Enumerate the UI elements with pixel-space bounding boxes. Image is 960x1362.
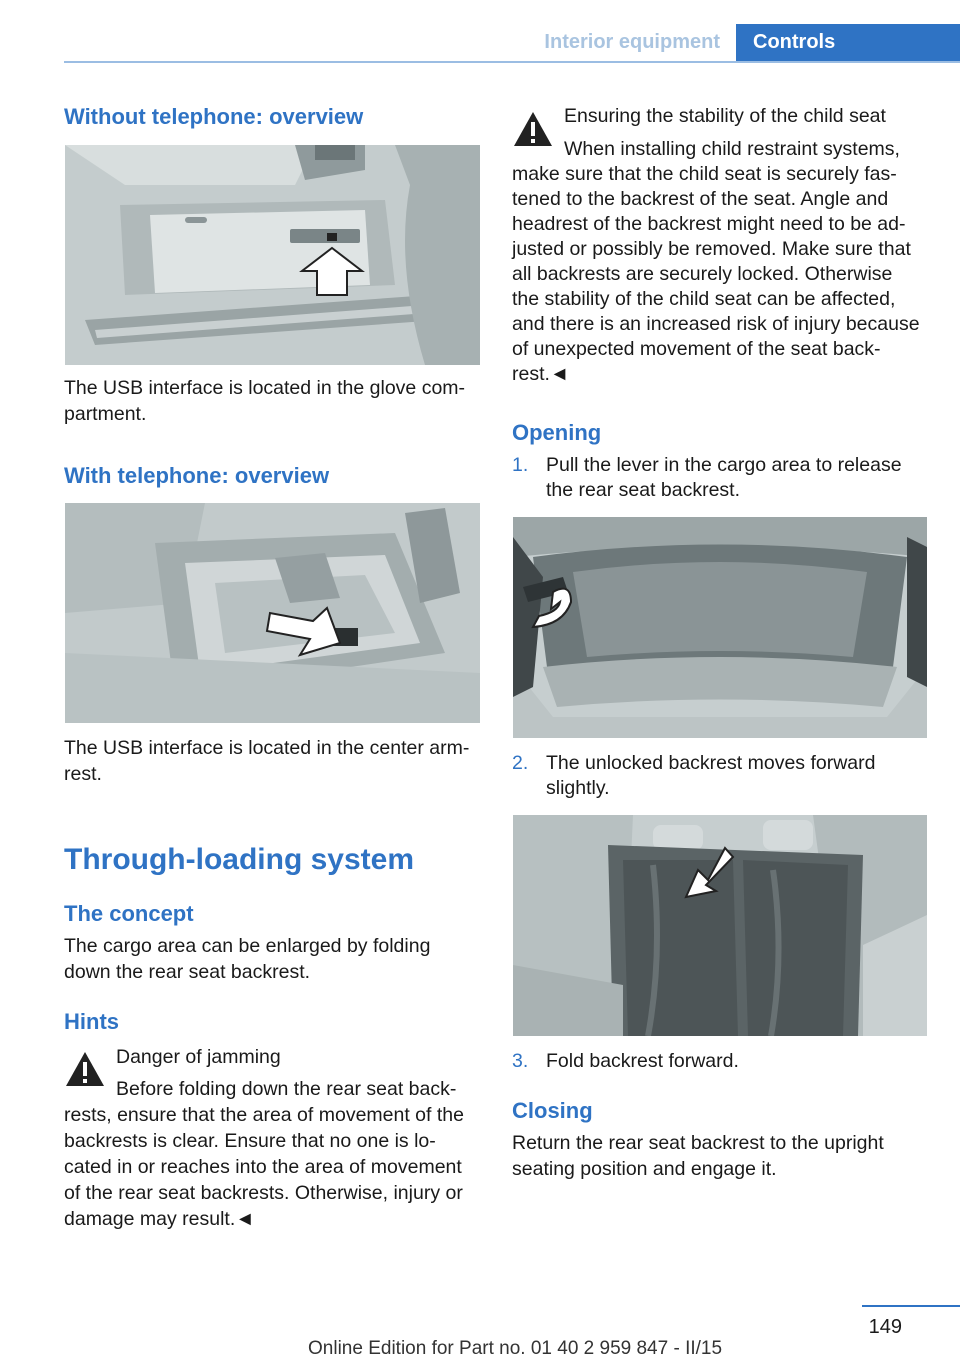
child-seat-warning-line: justed or possibly be removed. Make sure… (512, 238, 911, 260)
without-telephone-heading: Without telephone: overview (64, 104, 364, 129)
child-seat-warning-line: make sure that the child seat is securel… (512, 163, 897, 185)
footer-divider (862, 1305, 960, 1307)
jamming-warning-line: Before folding down the rear seat back- (116, 1078, 457, 1100)
edition-footer: Online Edition for Part no. 01 40 2 959 … (308, 1338, 723, 1359)
child-seat-warning-line: tened to the backrest of the seat. Angle… (512, 188, 889, 210)
header-divider (64, 61, 960, 63)
jamming-warning-line: of the rear seat backrests. Otherwise, i… (64, 1182, 463, 1204)
jamming-warning-title: Danger of jamming (116, 1046, 281, 1068)
glove-caption-line-1: The USB interface is located in the glov… (64, 377, 466, 399)
hints-heading: Hints (64, 1009, 119, 1034)
concept-text-line-1: The cargo area can be enlarged by foldin… (64, 935, 431, 957)
child-seat-warning-line: When installing child restraint systems, (564, 138, 900, 160)
child-seat-warning-line: and there is an increased risk of injury… (512, 313, 920, 335)
center-armrest-image (65, 503, 480, 723)
jamming-warning-line: cated in or reaches into the area of mov… (64, 1156, 462, 1178)
with-telephone-heading: With telephone: overview (64, 463, 330, 488)
step-text: the rear seat backrest. (546, 479, 741, 501)
armrest-caption-line-2: rest. (64, 763, 102, 785)
closing-text-line-1: Return the rear seat backrest to the upr… (512, 1132, 884, 1154)
child-seat-warning-line: the stability of the child seat can be a… (512, 288, 896, 310)
child-seat-warning-line: of unexpected movement of the seat back- (512, 338, 881, 360)
child-seat-warning-line: all backrests are securely locked. Other… (512, 263, 893, 285)
opening-heading: Opening (512, 420, 602, 445)
closing-heading: Closing (512, 1098, 593, 1123)
concept-heading: The concept (64, 901, 194, 926)
section-tab[interactable]: Interior equipment (544, 31, 720, 53)
concept-text-line-2: down the rear seat backrest. (64, 961, 311, 983)
cargo-area-image (513, 517, 927, 738)
child-seat-warning-line: rest.◄ (512, 363, 570, 385)
jamming-warning-line: damage may result.◄ (64, 1208, 255, 1230)
step-number: 1. (512, 454, 529, 476)
chapter-title: Through-loading system (64, 843, 415, 876)
page-number: 149 (868, 1316, 902, 1338)
warning-icon (66, 1052, 104, 1086)
chapter-tab[interactable]: Controls (736, 24, 960, 61)
jamming-warning-line: backrests is clear. Ensure that no one i… (64, 1130, 436, 1152)
step-number: 2. (512, 752, 529, 774)
child-seat-warning-title: Ensuring the stability of the child seat (564, 105, 886, 127)
glove-compartment-image (65, 145, 480, 365)
step-text: The unlocked backrest moves forward (546, 752, 876, 774)
armrest-caption-line-1: The USB interface is located in the cent… (64, 737, 470, 759)
step-text: Fold backrest forward. (546, 1050, 739, 1072)
glove-caption-line-2: partment. (64, 403, 147, 425)
child-seat-warning-line: headrest of the backrest might need to b… (512, 213, 906, 235)
step-number: 3. (512, 1050, 529, 1072)
jamming-warning-line: rests, ensure that the area of movement … (64, 1104, 464, 1126)
warning-icon (514, 112, 552, 146)
closing-text-line-2: seating position and engage it. (512, 1158, 777, 1180)
page-header: Interior equipment Controls (0, 0, 960, 63)
backrest-image (513, 815, 927, 1036)
step-text: Pull the lever in the cargo area to rele… (546, 454, 902, 476)
step-text: slightly. (546, 777, 610, 799)
